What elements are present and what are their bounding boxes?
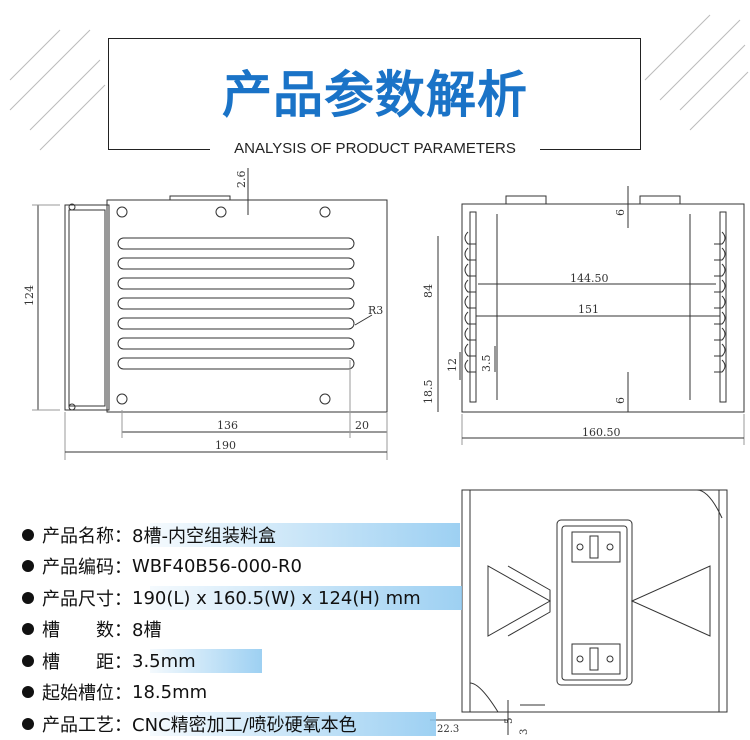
param-label: 槽 距： bbox=[42, 652, 132, 673]
decorative-lines-right bbox=[644, 14, 749, 131]
dim-5: 5 bbox=[504, 718, 515, 724]
dim-84: 84 bbox=[422, 284, 435, 298]
dim-160-50: 160.50 bbox=[582, 426, 621, 439]
highlight-bar-name bbox=[150, 523, 460, 547]
dim-r3: R3 bbox=[368, 304, 383, 317]
decorative-lines-left bbox=[9, 29, 106, 151]
param-value: 8槽-内空组装料盒 bbox=[132, 526, 276, 547]
dim-20: 20 bbox=[355, 419, 369, 432]
bullet-icon bbox=[22, 592, 34, 604]
param-value: WBF40B56-000-R0 bbox=[132, 555, 302, 577]
param-value: CNC精密加工/喷砂硬氧本色 bbox=[132, 715, 357, 736]
param-row-start-slot: 起始槽位： 18.5mm bbox=[22, 678, 213, 706]
dim-6-bottom: 6 bbox=[614, 397, 627, 404]
param-row-code: 产品编码： WBF40B56-000-R0 bbox=[22, 552, 308, 580]
highlight-bar-process bbox=[150, 712, 436, 736]
param-row-name: 产品名称： 8槽-内空组装料盒 bbox=[22, 521, 282, 549]
param-label: 槽 数： bbox=[42, 620, 132, 641]
bullet-icon bbox=[22, 623, 34, 635]
param-row-slot-count: 槽 数： 8槽 bbox=[22, 615, 167, 643]
highlight-bar-pitch bbox=[150, 649, 262, 673]
dim-3: 3 bbox=[519, 729, 530, 735]
param-row-size: 产品尺寸： 190(L) x 160.5(W) x 124(H) mm bbox=[22, 584, 427, 612]
param-row-slot-pitch: 槽 距： 3.5mm bbox=[22, 647, 202, 675]
dim-2-6: 2.6 bbox=[235, 171, 248, 189]
bullet-icon bbox=[22, 655, 34, 667]
dim-144-50: 144.50 bbox=[570, 272, 609, 285]
dim-124: 124 bbox=[23, 285, 36, 306]
param-value: 18.5mm bbox=[132, 681, 208, 703]
page-subtitle: ANALYSIS OF PRODUCT PARAMETERS bbox=[210, 140, 540, 157]
param-label: 起始槽位： bbox=[42, 683, 132, 704]
dim-22-3: 22.3 bbox=[437, 724, 459, 735]
param-value: 190(L) x 160.5(W) x 124(H) mm bbox=[132, 587, 421, 609]
dim-136: 136 bbox=[217, 419, 238, 432]
bullet-icon bbox=[22, 529, 34, 541]
param-label: 产品编码： bbox=[42, 557, 132, 578]
dim-18-5: 18.5 bbox=[422, 380, 435, 405]
param-label: 产品名称： bbox=[42, 526, 132, 547]
param-label: 产品尺寸： bbox=[42, 589, 132, 610]
param-row-process: 产品工艺： CNC精密加工/喷砂硬氧本色 bbox=[22, 710, 363, 738]
dim-6-top: 6 bbox=[614, 209, 627, 216]
bullet-icon bbox=[22, 686, 34, 698]
highlight-bar-size bbox=[150, 586, 462, 610]
page-title: 产品参数解析 bbox=[222, 66, 528, 124]
param-label: 产品工艺： bbox=[42, 715, 132, 736]
param-value: 8槽 bbox=[132, 620, 162, 641]
dim-3-5: 3.5 bbox=[480, 355, 493, 373]
bullet-icon bbox=[22, 560, 34, 572]
dim-190: 190 bbox=[215, 439, 236, 452]
bullet-icon bbox=[22, 718, 34, 730]
dim-151: 151 bbox=[578, 303, 599, 316]
param-value: 3.5mm bbox=[132, 650, 196, 672]
dim-12: 12 bbox=[446, 358, 459, 372]
